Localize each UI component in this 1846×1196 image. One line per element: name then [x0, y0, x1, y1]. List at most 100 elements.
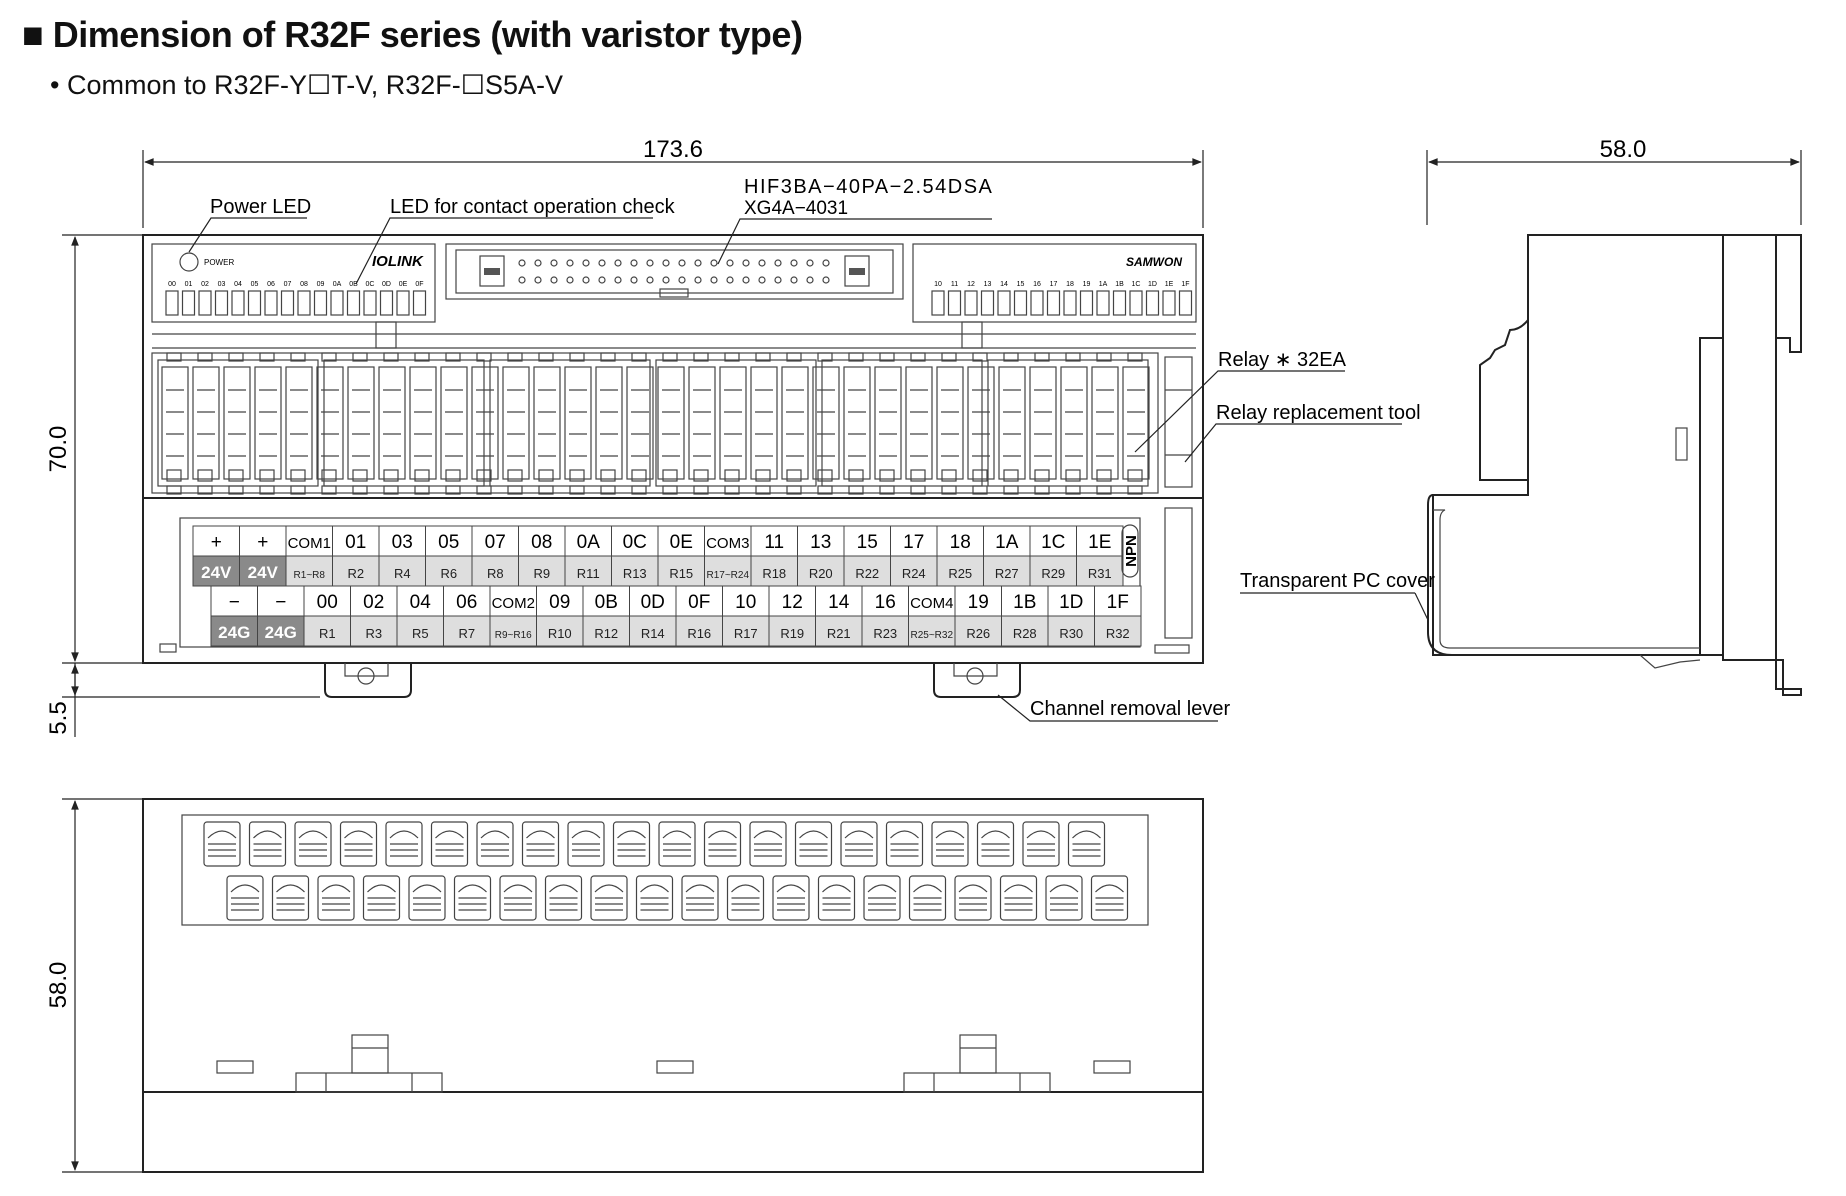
led-label: 07 — [284, 281, 292, 288]
terminal-cell — [815, 585, 863, 617]
terminal-screw — [1067, 821, 1106, 867]
led-indicator — [1063, 290, 1077, 316]
led-indicator — [198, 290, 212, 316]
connector-pin — [662, 259, 670, 267]
relay — [874, 366, 902, 480]
terminal-cell — [1076, 525, 1124, 557]
relay — [843, 366, 871, 480]
connector-pin — [758, 276, 766, 284]
terminal-cell — [350, 585, 398, 617]
dim-height-label: 70.0 — [45, 426, 72, 473]
terminal-number: COM2 — [492, 595, 535, 612]
led-label: 1F — [1181, 281, 1189, 288]
relay — [378, 366, 406, 480]
flat-cable-connector — [455, 249, 894, 298]
side-view: 58.0 Transparent PC cover — [1240, 136, 1802, 696]
led-label: 0C — [366, 281, 375, 288]
terminal-relay-label: R28 — [1013, 626, 1037, 641]
relay — [688, 366, 716, 480]
terminal-screw — [612, 821, 651, 867]
terminal-cell — [629, 585, 677, 617]
callout-pc-cover: Transparent PC cover — [1240, 570, 1435, 592]
relay — [750, 366, 778, 480]
terminal-number: 1A — [995, 532, 1019, 553]
terminal-cell — [239, 525, 287, 557]
terminal-screw — [203, 821, 241, 867]
led-label: 17 — [1050, 281, 1058, 288]
connector-pin — [694, 276, 702, 284]
terminal-screw — [908, 875, 947, 921]
connector-pin — [806, 276, 814, 284]
terminal-number: 15 — [857, 532, 878, 553]
terminal-screw — [749, 821, 787, 867]
terminal-screw — [681, 875, 719, 921]
led-indicator — [280, 290, 295, 316]
terminal-cell — [657, 525, 705, 557]
terminal-number: 1B — [1013, 592, 1036, 613]
connector-pin — [742, 259, 750, 267]
terminal-number: 14 — [828, 592, 850, 613]
led-label: 00 — [168, 281, 176, 288]
terminal-screw — [840, 821, 878, 867]
led-indicator — [214, 290, 229, 316]
terminal-relay-label: R26 — [966, 626, 990, 641]
connector-pin — [534, 259, 542, 267]
terminal-relay-label: R27 — [995, 566, 1019, 581]
terminal-screws — [203, 821, 1129, 921]
connector-pin — [614, 276, 622, 284]
terminal-number: 1D — [1059, 592, 1083, 613]
led-label: 03 — [218, 281, 226, 288]
terminal-cell — [890, 525, 938, 557]
terminal-cell — [1047, 585, 1095, 617]
led-indicator — [1145, 290, 1160, 316]
terminal-number: 13 — [810, 532, 831, 553]
led-label: 15 — [1017, 281, 1025, 288]
terminal-number: 09 — [549, 592, 570, 613]
terminal-screw — [703, 821, 742, 867]
terminal-screw — [430, 821, 469, 867]
led-label: 06 — [267, 281, 275, 288]
connector-pin — [614, 259, 622, 267]
terminal-relay-label: R2 — [347, 566, 364, 581]
connector-pin — [790, 259, 798, 267]
terminal-screw — [999, 875, 1038, 921]
terminal-screw — [294, 821, 332, 867]
terminal-relay-label: R25~R32 — [910, 630, 953, 641]
terminal-cell — [378, 525, 426, 557]
connector-pin — [662, 276, 670, 284]
terminal-relay-label: 24G — [265, 623, 297, 642]
terminal-relay-label: R31 — [1088, 566, 1112, 581]
led-label: 1A — [1099, 281, 1108, 288]
terminal-relay-label: R18 — [762, 566, 786, 581]
terminal-relay-label: R32 — [1106, 626, 1130, 641]
led-label: 01 — [185, 281, 193, 288]
dim-rail-label: 5.5 — [45, 701, 72, 734]
terminal-relay-label: R1~R8 — [294, 570, 326, 581]
brand-samwon: SAMWON — [1126, 255, 1182, 269]
relay — [316, 366, 344, 480]
terminal-relay-label: R5 — [412, 626, 429, 641]
terminal-relay-label: R9 — [533, 566, 550, 581]
terminal-cell — [489, 585, 537, 617]
led-indicator — [1030, 290, 1044, 316]
led-label: 18 — [1066, 281, 1074, 288]
terminal-screw — [1022, 821, 1060, 867]
led-indicator — [1112, 290, 1127, 316]
led-indicator — [247, 290, 262, 316]
terminal-number: − — [275, 592, 286, 613]
terminal-relay-label: R29 — [1041, 566, 1065, 581]
led-label: 13 — [984, 281, 992, 288]
terminal-screw — [1090, 875, 1129, 921]
relay — [192, 366, 220, 480]
callouts: Power LED LED for contact operation chec… — [188, 176, 1421, 722]
led-indicator — [379, 290, 394, 316]
terminal-screw — [863, 875, 901, 921]
led-label: 14 — [1000, 281, 1008, 288]
terminal-screw — [635, 875, 674, 921]
connector-pin — [646, 259, 654, 267]
terminal-number: 04 — [410, 592, 432, 613]
terminal-screw — [772, 875, 810, 921]
connector-pin — [518, 259, 526, 267]
